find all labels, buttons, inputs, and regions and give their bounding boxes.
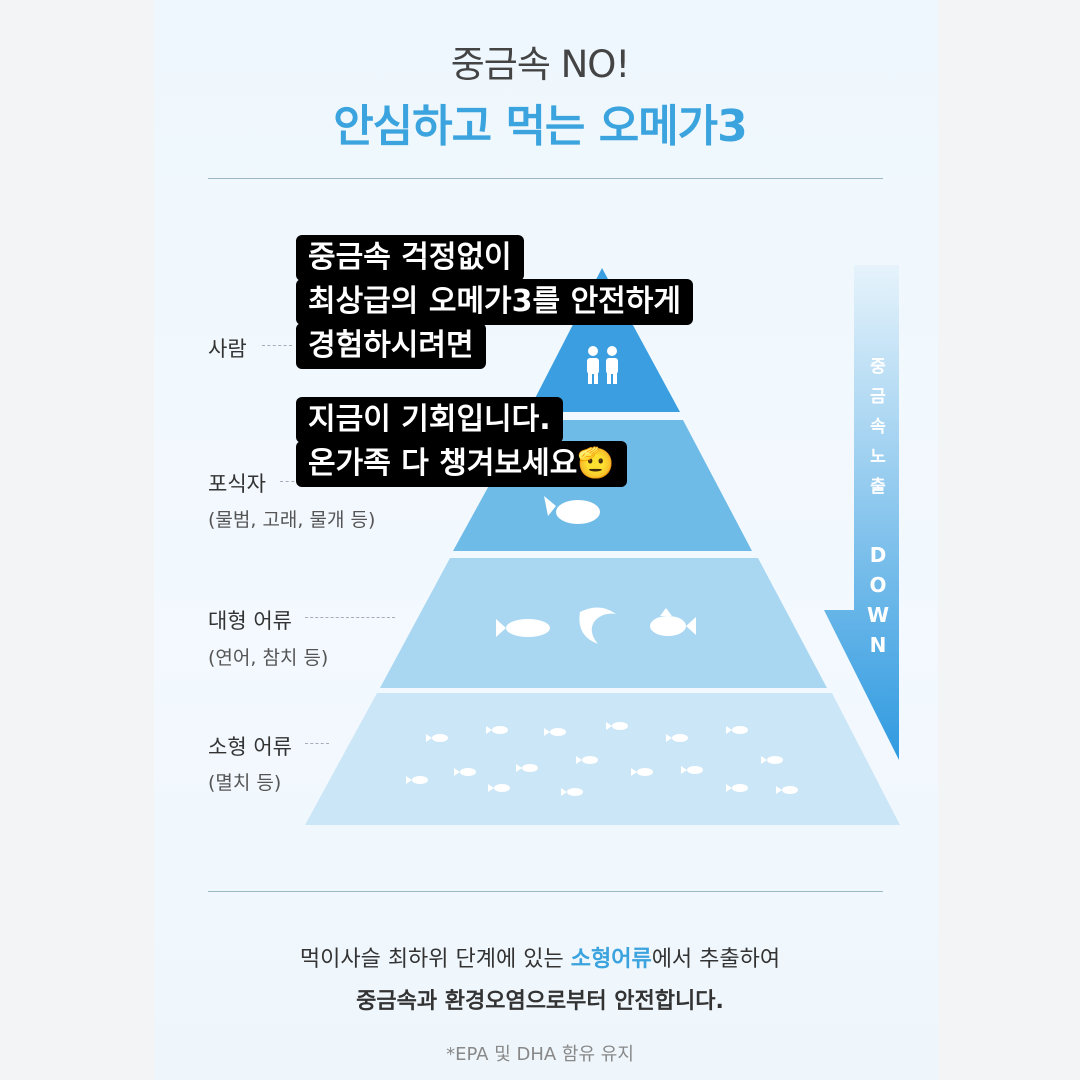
tier-label-small-fish: 소형 어류 <box>208 735 292 759</box>
caption-line: 중금속 걱정없이 <box>296 235 524 281</box>
food-chain-pyramid <box>305 268 900 825</box>
fish-icon <box>650 608 696 636</box>
top-divider <box>208 178 883 179</box>
title-main: 안심하고 먹는 오메가3 <box>333 101 748 152</box>
leader-line <box>305 617 395 618</box>
highlight-text: 소형어류 <box>570 947 652 972</box>
down-char: W <box>866 603 890 627</box>
whale-icon <box>544 496 600 524</box>
tier-sub-predator: (물범, 고래, 물개 등) <box>208 509 376 531</box>
down-char: D <box>869 543 887 567</box>
arrow-char: 출 <box>870 477 886 497</box>
caption-block-1: 중금속 걱정없이 최상급의 오메가3를 안전하게 경험하시려면 <box>296 235 693 369</box>
footnote: *EPA 및 DHA 함유 유지 <box>446 1044 634 1065</box>
arrow-char: 중 <box>870 357 886 377</box>
tier-label-human: 사람 <box>208 337 247 361</box>
tier-large-fish <box>380 558 827 688</box>
tier-label-large-fish: 대형 어류 <box>208 609 292 633</box>
description-text: 에서 추출하여 <box>651 947 781 972</box>
tier-small-fish <box>305 693 900 825</box>
description-line-2: 중금속과 환경오염으로부터 안전합니다. <box>356 989 724 1014</box>
people-icon <box>587 346 618 384</box>
tuna-icon <box>579 607 616 644</box>
description-text: 먹이사슬 최하위 단계에 있는 <box>299 947 571 972</box>
down-arrow <box>824 265 899 760</box>
tier-sub-small-fish: (멸치 등) <box>208 772 282 794</box>
leader-line <box>305 743 329 744</box>
down-char: N <box>869 633 887 657</box>
arrow-down-word: D O W N <box>858 540 898 660</box>
leader-line <box>262 345 292 346</box>
arrow-char: 속 <box>870 417 886 437</box>
leader-line <box>280 481 300 482</box>
description-line-1: 먹이사슬 최하위 단계에 있는 소형어류에서 추출하여 <box>0 941 1080 973</box>
title-top: 중금속 NO! <box>450 43 631 86</box>
tier-sub-large-fish: (연어, 참치 등) <box>208 647 329 669</box>
down-char: O <box>869 573 887 597</box>
tier-human <box>528 268 680 412</box>
salmon-icon <box>496 619 550 637</box>
caption-block-2: 지금이 기회입니다. 온가족 다 챙겨보세요🫡 <box>296 397 627 487</box>
caption-line: 지금이 기회입니다. <box>296 397 563 443</box>
arrow-char: 노 <box>870 447 886 467</box>
caption-line: 온가족 다 챙겨보세요🫡 <box>296 441 627 487</box>
caption-line: 최상급의 오메가3를 안전하게 <box>296 279 693 325</box>
caption-line: 경험하시려면 <box>296 323 486 369</box>
arrow-label: 중 금 속 노 출 <box>858 352 898 502</box>
arrow-char: 금 <box>870 387 886 407</box>
anchovy-icons <box>406 722 798 796</box>
tier-label-predator: 포식자 <box>208 472 266 496</box>
bottom-divider <box>208 891 883 892</box>
